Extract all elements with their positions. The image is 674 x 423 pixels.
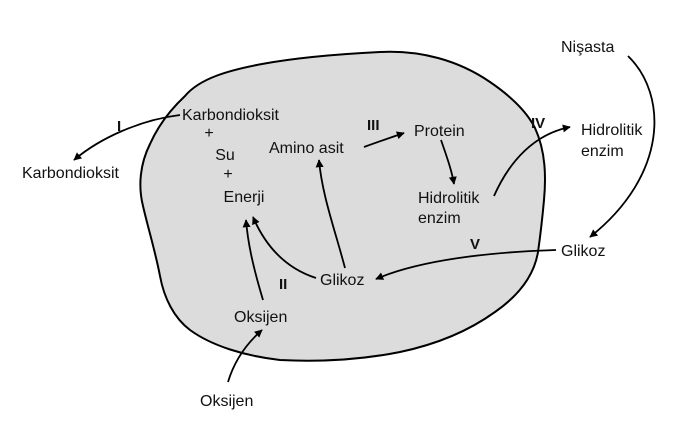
- process-v: V: [470, 236, 480, 253]
- label-karbondioksit-inside: Karbondioksit: [182, 107, 280, 124]
- process-iv: IV: [531, 115, 545, 132]
- arrow-co2-out: [73, 114, 181, 161]
- label-oksijen-inside: Oksijen: [234, 309, 287, 326]
- arrow-amino-to-protein: [363, 131, 405, 148]
- label-plus-2: +: [223, 166, 232, 183]
- process-i: I: [117, 118, 121, 135]
- arrow-glikoz-in: [375, 249, 557, 280]
- label-hidrolitik-outside: Hidrolitik: [581, 122, 643, 139]
- label-amino-asit: Amino asit: [269, 140, 344, 157]
- arrow-nisasta-to-glikoz: [589, 55, 656, 238]
- arrow-glikoz-to-enerji: [252, 216, 317, 279]
- process-ii: II: [279, 276, 287, 293]
- process-iii: III: [367, 117, 380, 134]
- label-protein: Protein: [414, 123, 465, 140]
- arrow-oksijen-in: [227, 329, 263, 383]
- label-glikoz-outside: Glikoz: [561, 243, 605, 260]
- label-enzim-outside: enzim: [581, 143, 624, 160]
- label-su: Su: [215, 147, 235, 164]
- label-nisasta: Nişasta: [561, 39, 614, 56]
- label-oksijen-outside: Oksijen: [200, 393, 253, 410]
- cell-body: [139, 50, 546, 362]
- arrow-protein-to-enzim: [440, 139, 457, 185]
- label-glikoz-inside: Glikoz: [320, 272, 364, 289]
- arrow-oksijen-to-enerji: [242, 219, 264, 301]
- arrow-enzim-out: [493, 124, 571, 197]
- label-hidrolitik-inside: Hidrolitik: [418, 190, 480, 207]
- label-plus-1: +: [204, 125, 213, 142]
- label-enerji: Enerji: [224, 189, 265, 206]
- label-enzim-inside: enzim: [418, 210, 461, 227]
- arrow-glikoz-to-amino: [315, 159, 346, 269]
- label-karbondioksit-outside: Karbondioksit: [22, 165, 120, 182]
